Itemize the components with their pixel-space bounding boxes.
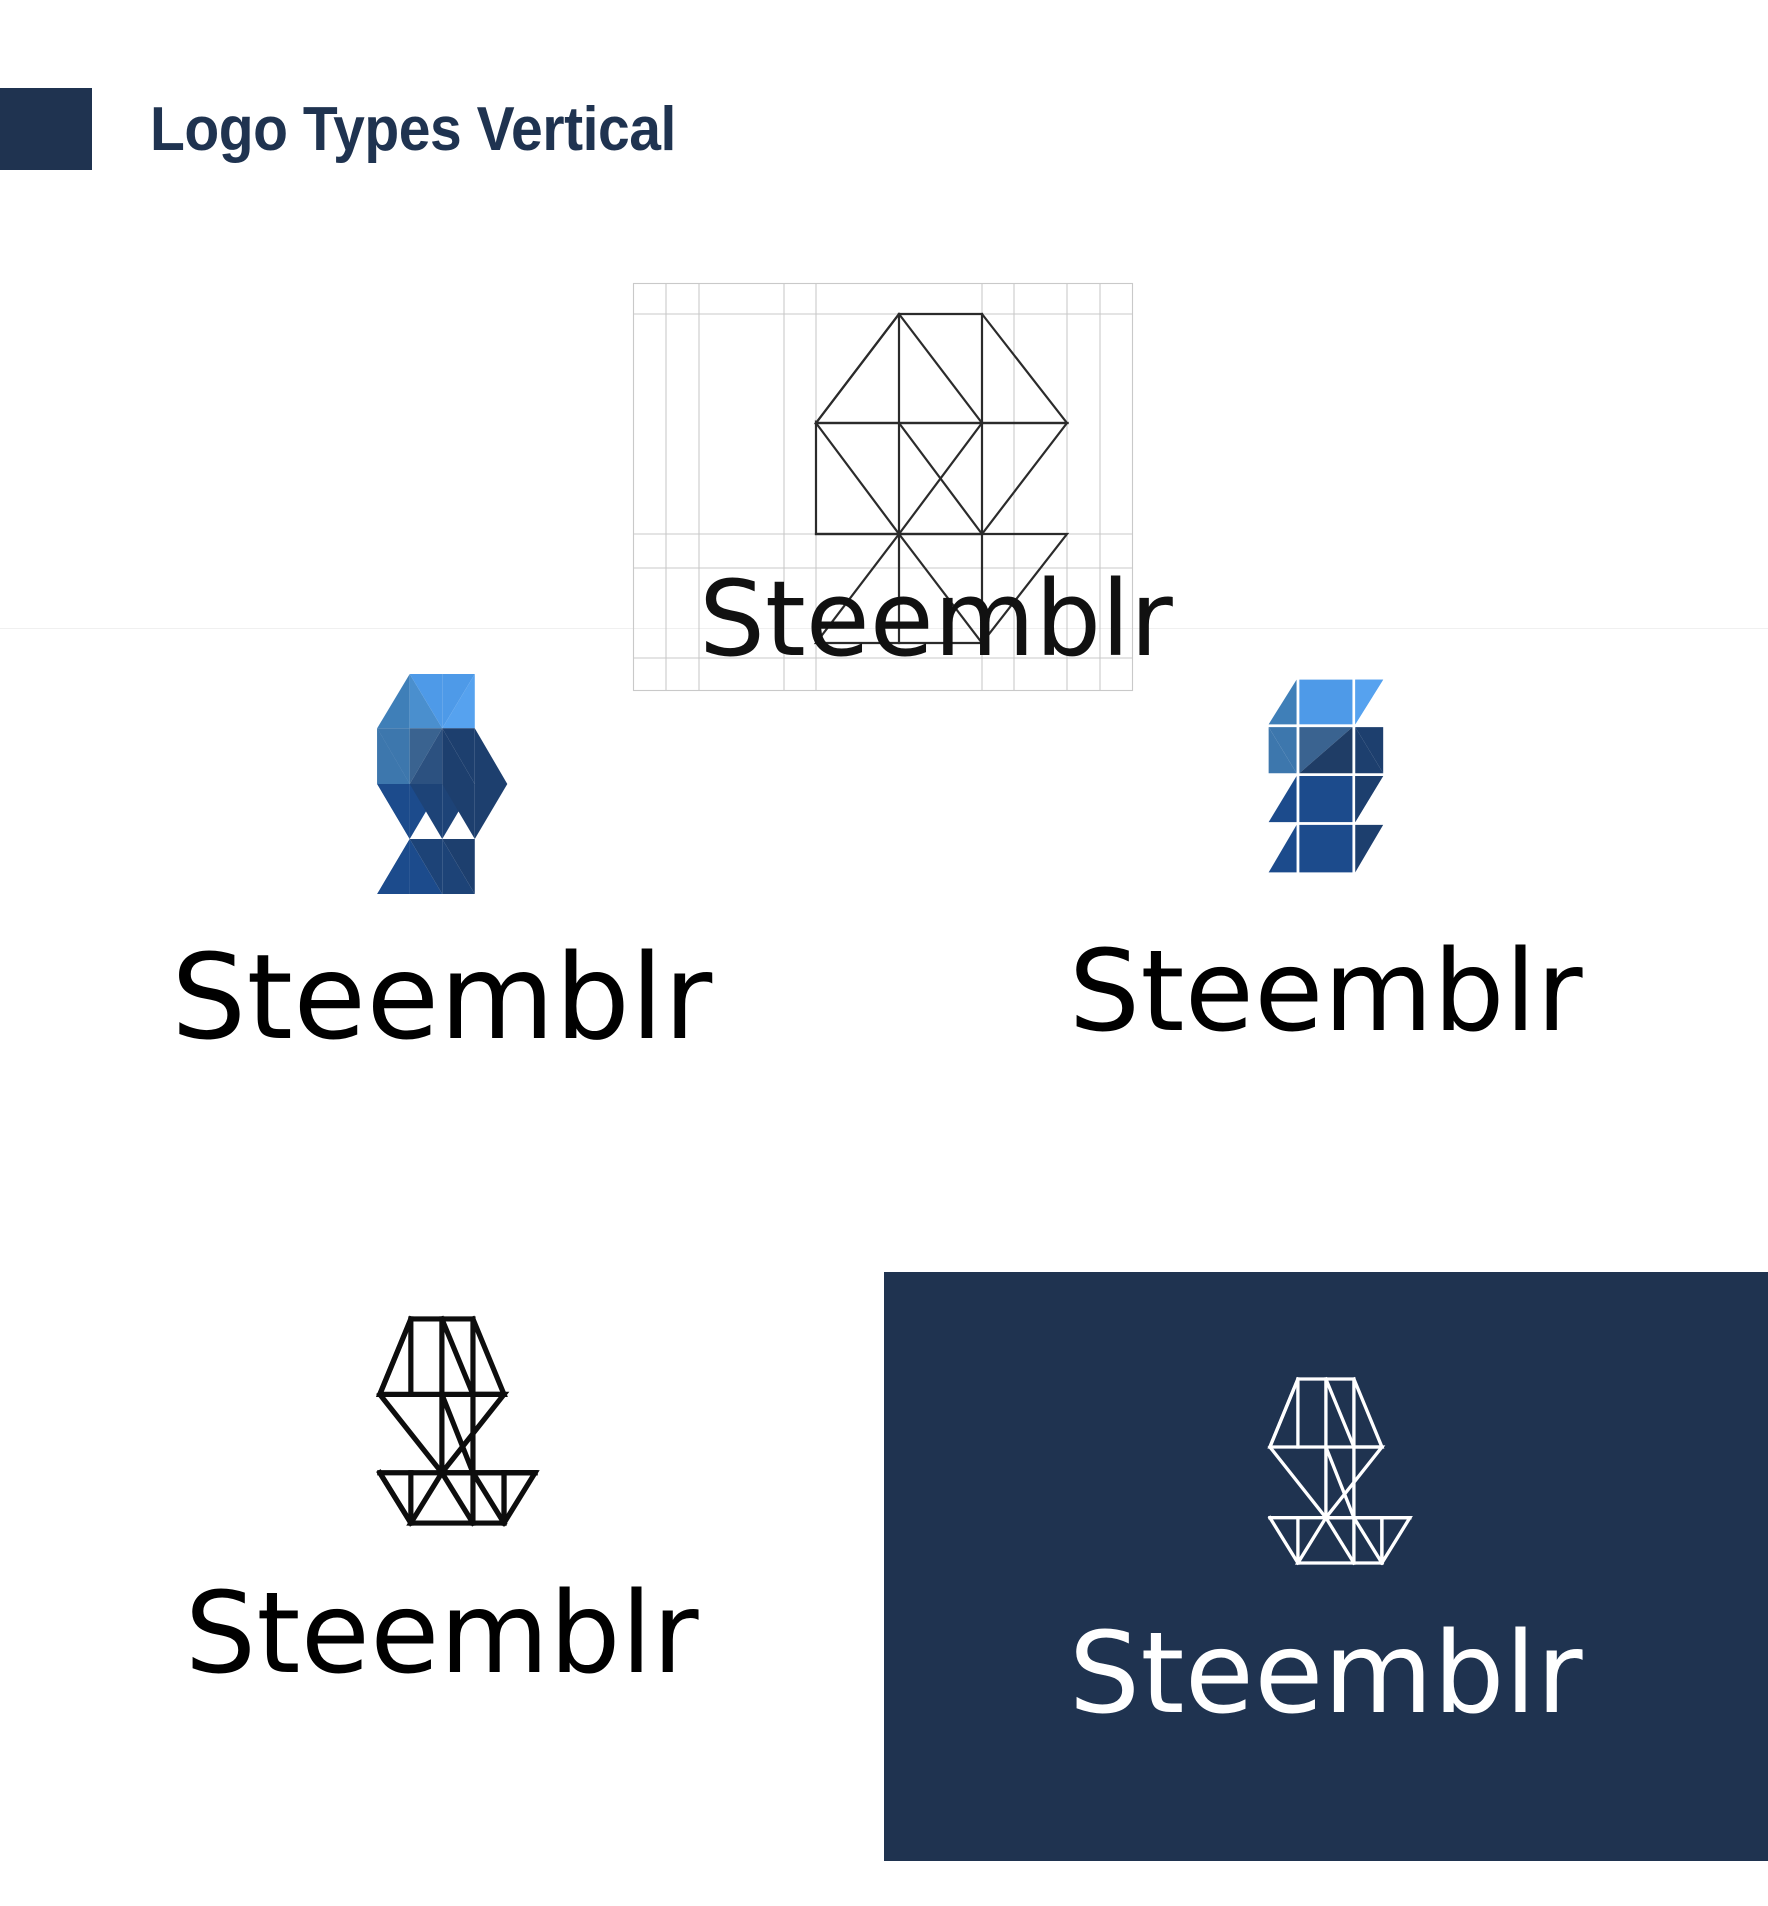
construction-diagram: Steemblr (632, 282, 1173, 692)
logo-mark-outline-reversed (1267, 1376, 1413, 1566)
lockup-wordmark-segmented: Steemblr (1068, 927, 1584, 1057)
page-title: Logo Types Vertical (150, 95, 676, 164)
logo-mark-solid (376, 674, 508, 894)
lockup-solid-color[interactable]: Steemblr (0, 628, 884, 1272)
logo-lockup-grid: Steemblr (0, 628, 1768, 1906)
lockup-outline-reversed[interactable]: Steemblr (884, 1272, 1768, 1906)
lockup-segmented-color[interactable]: Steemblr (884, 628, 1768, 1272)
construction-wordmark: Steemblr (699, 558, 1173, 680)
lockup-wordmark-solid: Steemblr (171, 928, 713, 1066)
page-header: Logo Types Vertical (0, 88, 1768, 170)
lockup-wordmark-outline: Steemblr (184, 1569, 700, 1699)
header-color-swatch (0, 88, 92, 170)
logo-mark-segmented (1268, 679, 1384, 873)
construction-mark (813, 312, 1070, 645)
lockup-outline-black[interactable]: Steemblr (0, 1272, 884, 1906)
lockup-wordmark-reversed: Steemblr (1068, 1609, 1584, 1739)
reversed-panel-background (884, 1272, 1768, 1861)
section-divider-top (0, 628, 1768, 629)
logo-mark-outline (376, 1315, 540, 1527)
